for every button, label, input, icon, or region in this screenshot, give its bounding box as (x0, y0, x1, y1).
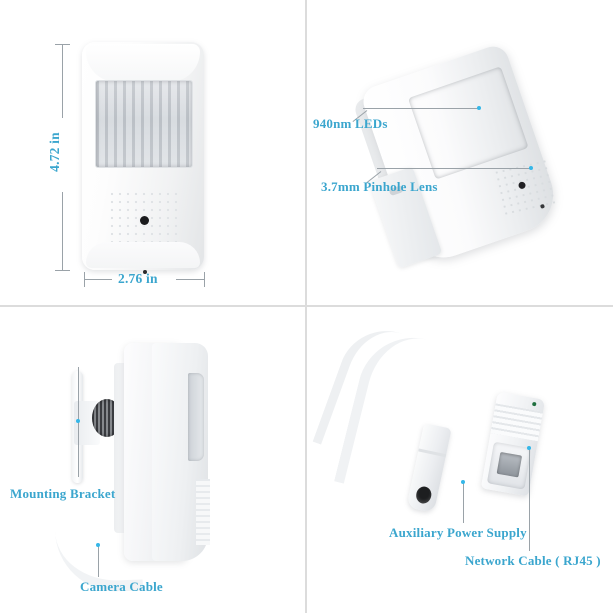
rj45-port-slot (496, 451, 523, 478)
callout-line-pinhole-lens (377, 168, 531, 169)
device-bottom-bezel (86, 242, 200, 268)
callout-label-camera-cable: Camera Cable (80, 579, 163, 594)
callout-label-pinhole-lens: 3.7mm Pinhole Lens (321, 179, 438, 194)
device-front-body (82, 42, 204, 274)
callout-label-power-supply: Auxiliary Power Supply (389, 525, 527, 540)
callout-line-940nm-leds (363, 108, 479, 109)
callout-anchor-pinhole-lens (529, 166, 533, 170)
housing-ridges (196, 479, 210, 545)
width-dimension-tick-right (204, 272, 205, 287)
callout-anchor-power-supply (461, 480, 465, 484)
pir-fresnel-lens-window (408, 66, 529, 179)
callout-anchor-940nm-leds (477, 106, 481, 110)
connector-ring (418, 448, 447, 458)
callout-line-power-supply (463, 483, 464, 523)
indicator-hole (539, 203, 545, 209)
dc-barrel-socket (414, 485, 433, 505)
height-dimension-line-lower (62, 192, 63, 270)
panel-angled-view: 940nm LEDs 3.7mm Pinhole Lens (307, 0, 613, 306)
width-dimension-tick-left (84, 272, 85, 287)
height-dimension-label: 4.72 in (47, 132, 62, 172)
height-dimension-tick-bottom (55, 270, 70, 271)
panel-side-view: Mounting Bracket Camera Cable (0, 307, 306, 613)
width-dimension-label: 2.76 in (118, 271, 158, 286)
callout-label-mounting-bracket: Mounting Bracket (10, 486, 116, 501)
rj45-jack-head (486, 441, 532, 490)
callout-anchor-mounting-bracket (76, 419, 80, 423)
width-dimension-line-right (176, 279, 204, 280)
device-top-bezel (86, 44, 200, 82)
indicator-hole (143, 270, 147, 274)
callout-label-network-cable: Network Cable ( RJ45 ) (465, 553, 601, 568)
callout-line-camera-cable (98, 545, 99, 577)
panel-cable-connectors: Auxiliary Power Supply Network Cable ( R… (307, 307, 613, 613)
callout-line-network-cable (529, 449, 530, 551)
width-dimension-line-left (84, 279, 112, 280)
pinhole-camera-lens (140, 216, 149, 225)
callout-anchor-network-cable (527, 446, 531, 450)
pir-fresnel-lens-window (95, 80, 193, 168)
pir-lens-edge (188, 373, 204, 461)
connector-grip-grooves (490, 403, 544, 442)
callout-anchor-camera-cable (96, 543, 100, 547)
panel-divider-horizontal (0, 305, 613, 307)
connector-led (531, 401, 537, 407)
panel-front-view: 4.72 in 2.76 in (0, 0, 306, 306)
device-angled-body (341, 26, 592, 281)
height-dimension-line-upper (62, 44, 63, 118)
height-dimension-tick-top (55, 44, 70, 45)
callout-label-940nm-leds: 940nm LEDs (313, 116, 388, 131)
